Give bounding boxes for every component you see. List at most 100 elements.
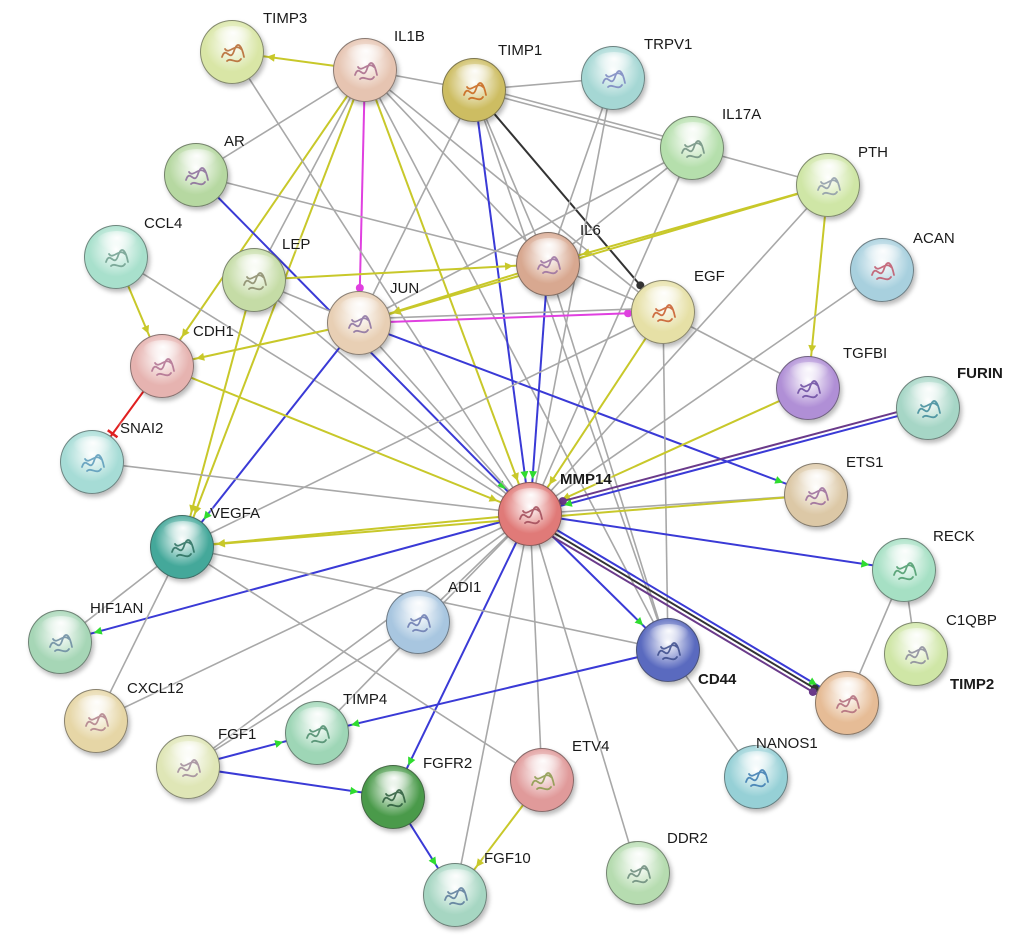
node-highlight — [809, 159, 849, 179]
node-cd44[interactable] — [636, 618, 700, 682]
node-tgfbi[interactable] — [776, 356, 840, 420]
edge-mmp14-timp2 — [529, 513, 848, 704]
node-fgf1[interactable] — [156, 735, 220, 799]
node-il6[interactable] — [516, 232, 580, 296]
node-fgf10[interactable] — [423, 863, 487, 927]
node-highlight — [523, 754, 563, 774]
node-highlight — [897, 628, 937, 648]
edge-arrowhead — [266, 53, 276, 62]
node-label-ets1: ETS1 — [846, 454, 884, 471]
node-cxcl12[interactable] — [64, 689, 128, 753]
node-highlight — [649, 624, 689, 644]
protein-structure-icon — [745, 769, 769, 788]
edge-mmp14-ddr2 — [529, 513, 639, 874]
protein-structure-icon — [85, 713, 109, 732]
edge-pth-jun — [358, 184, 829, 324]
edge-timp1-il17a — [473, 89, 693, 149]
node-lep[interactable] — [222, 248, 286, 312]
node-adi1[interactable] — [386, 590, 450, 654]
node-nanos1[interactable] — [724, 745, 788, 809]
edge-arrowhead — [196, 352, 205, 361]
node-etv4[interactable] — [510, 748, 574, 812]
node-timp2[interactable] — [815, 671, 879, 735]
edge-il1b-egf — [364, 69, 664, 313]
edge-arrowhead — [634, 616, 644, 626]
protein-structure-icon — [81, 454, 105, 473]
node-highlight — [619, 847, 659, 867]
edge-trpv1-mmp14 — [529, 77, 614, 515]
node-label-adi1: ADI1 — [448, 579, 482, 596]
node-ccl4[interactable] — [84, 225, 148, 289]
edge-il1b-cd44 — [364, 69, 669, 651]
node-label-ccl4: CCL4 — [144, 215, 183, 232]
node-mmp14[interactable] — [498, 482, 562, 546]
node-timp4[interactable] — [285, 701, 349, 765]
protein-structure-icon — [817, 177, 841, 196]
edge-arrowhead — [392, 306, 402, 315]
node-label-timp2: TIMP2 — [950, 676, 995, 693]
node-label-timp3: TIMP3 — [263, 10, 308, 27]
node-label-mmp14: MMP14 — [560, 471, 612, 488]
node-label-hif1an: HIF1AN — [90, 600, 144, 617]
node-highlight — [594, 52, 634, 72]
node-egf[interactable] — [631, 280, 695, 344]
edge-il6-jun — [358, 263, 549, 324]
node-label-pth: PTH — [858, 144, 888, 161]
node-label-cdh1: CDH1 — [193, 323, 234, 340]
edge-pth-mmp14 — [529, 184, 829, 515]
edge-mmp14-timp2 — [525, 520, 844, 711]
edge-jun-ets1 — [358, 322, 817, 496]
edge-arrowhead — [529, 470, 538, 480]
edge-arrowhead — [808, 677, 817, 686]
edge-il6-cd44 — [547, 263, 669, 651]
node-il1b[interactable] — [333, 38, 397, 102]
edge-mmp14-cxcl12 — [95, 513, 531, 722]
protein-structure-icon — [602, 70, 626, 89]
node-label-lep: LEP — [282, 236, 311, 253]
node-fgfr2[interactable] — [361, 765, 425, 829]
node-il17a[interactable] — [660, 116, 724, 180]
node-timp3[interactable] — [200, 20, 264, 84]
node-reck[interactable] — [872, 538, 936, 602]
node-jun[interactable] — [327, 291, 391, 355]
node-label-ddr2: DDR2 — [667, 830, 708, 847]
node-hif1an[interactable] — [28, 610, 92, 674]
node-ddr2[interactable] — [606, 841, 670, 905]
node-ets1[interactable] — [784, 463, 848, 527]
edge-mmp14-fgf1 — [187, 513, 531, 768]
edge-inhibition-bar — [107, 429, 119, 439]
edge-jun-egf — [358, 311, 664, 324]
edge-cd44-timp4 — [316, 649, 669, 734]
node-highlight — [374, 771, 414, 791]
node-furin[interactable] — [896, 376, 960, 440]
edge-timp1-egf — [473, 89, 664, 313]
node-highlight — [235, 254, 275, 274]
node-cdh1[interactable] — [130, 334, 194, 398]
edge-endpoint-dot — [355, 284, 364, 293]
protein-structure-icon — [805, 487, 829, 506]
node-snai2[interactable] — [60, 430, 124, 494]
edge-arrowhead — [181, 328, 190, 338]
node-label-etv4: ETV4 — [572, 738, 610, 755]
node-highlight — [213, 26, 253, 46]
node-vegfa[interactable] — [150, 515, 214, 579]
protein-structure-icon — [171, 539, 195, 558]
node-highlight — [737, 751, 777, 771]
node-highlight — [789, 362, 829, 382]
protein-structure-icon — [531, 772, 555, 791]
protein-structure-icon — [463, 82, 487, 101]
node-ar[interactable] — [164, 143, 228, 207]
node-highlight — [436, 869, 476, 889]
edge-arrowhead — [504, 262, 514, 271]
protein-structure-icon — [354, 62, 378, 81]
node-acan[interactable] — [850, 238, 914, 302]
node-c1qbp[interactable] — [884, 622, 948, 686]
node-trpv1[interactable] — [581, 46, 645, 110]
node-pth[interactable] — [796, 153, 860, 217]
edge-mmp14-hif1an — [59, 513, 531, 643]
edge-arrowhead — [520, 470, 529, 480]
node-timp1[interactable] — [442, 58, 506, 122]
edge-mmp14-fgfr2 — [392, 513, 531, 798]
edge-timp1-mmp14 — [473, 89, 531, 515]
edge-endpoint-dot — [624, 309, 633, 318]
